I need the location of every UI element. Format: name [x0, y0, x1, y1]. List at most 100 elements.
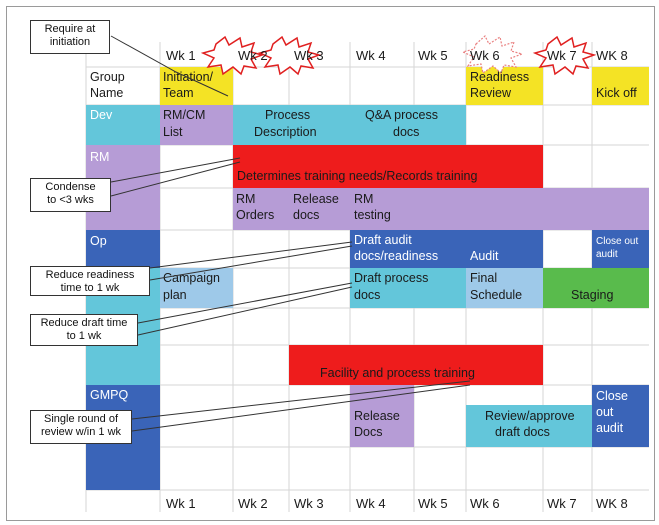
rm-testing-label-1: RM — [354, 192, 374, 206]
callout-draft-line2: to 1 wk — [66, 330, 102, 342]
header-bottom-wk8: WK 8 — [596, 496, 628, 511]
header-bottom-wk4: Wk 4 — [356, 496, 386, 511]
initiation-bar — [160, 67, 233, 105]
rm-orders-label-1: RM — [236, 192, 256, 206]
qa-docs-label-2: docs — [393, 125, 420, 139]
header-bottom-wk6: Wk 6 — [470, 496, 500, 511]
audit-label: Audit — [470, 249, 499, 263]
process-desc-bar — [233, 105, 466, 145]
release-docs-rm-label-2: docs — [293, 208, 320, 222]
rmcm-bar — [160, 105, 233, 145]
draft-leader-2 — [137, 286, 353, 336]
header-top-wk6: Wk 6 — [470, 48, 500, 63]
staging-bar — [543, 268, 649, 308]
header-bottom-wk3: Wk 3 — [294, 496, 324, 511]
header-bottom-wk5: Wk 5 — [418, 496, 448, 511]
header-top-wk2: Wk 2 — [238, 48, 268, 63]
header-bottom-wk1: Wk 1 — [166, 496, 196, 511]
starburst-wk6 — [461, 35, 524, 75]
release-docs-gmpq-bar — [350, 385, 414, 447]
draft-audit-bar — [350, 230, 543, 268]
callout-condense-line2: to <3 wks — [47, 194, 94, 206]
final-schedule-label-2: Schedule — [470, 288, 523, 302]
draft-audit-label-2: docs/readiness — [354, 249, 439, 263]
rm-orders-label-2: Orders — [236, 208, 275, 222]
group-name-label-1: Group — [90, 70, 125, 84]
close-out-op-label-1: Close out — [596, 236, 639, 247]
single-round-leader — [131, 380, 471, 420]
readiness-label-1: Readiness — [470, 70, 530, 84]
rmcm-label-1: RM/CM — [163, 108, 206, 122]
callout-single-round-line1: Single round of — [44, 413, 118, 425]
single-round-leader-2 — [131, 384, 471, 432]
callout-require-line2: initiation — [49, 36, 91, 48]
readiness-leader — [149, 241, 353, 269]
close-out-gmpq-label-3: audit — [596, 421, 624, 435]
close-out-op-bar — [592, 230, 649, 268]
callout-draft: Reduce draft time to 1 wk — [30, 314, 138, 346]
review-approve-label-1: Review/approve — [485, 409, 575, 423]
header-bottom-wk2: Wk 2 — [238, 496, 268, 511]
dev-label: Dev — [90, 108, 113, 122]
close-out-gmpq-label-1: Close — [596, 389, 628, 403]
op-label: Op — [90, 234, 107, 248]
header-top-wk5: Wk 5 — [418, 48, 448, 63]
header-top-wk8: WK 8 — [596, 48, 628, 63]
process-desc-label-1: Process — [265, 108, 311, 122]
close-out-gmpq-label-2: out — [596, 405, 614, 419]
review-approve-bar — [466, 405, 592, 447]
callout-readiness: Reduce readiness time to 1 wk — [30, 266, 150, 296]
starburst-wk2 — [200, 35, 265, 76]
rm-testing-bar — [233, 188, 649, 230]
qa-docs-label-1: Q&A process — [365, 108, 438, 122]
draft-process-label-2: docs — [354, 288, 381, 302]
process-desc-label-2: Description — [254, 125, 317, 139]
readiness-label-2: Review — [470, 86, 511, 100]
rm-label: RM — [90, 150, 110, 164]
review-approve-label-2: draft docs — [495, 425, 550, 439]
gmpq-label: GMPQ — [90, 388, 129, 402]
campaign-bar — [160, 268, 233, 308]
starburst-wk7 — [532, 35, 597, 76]
callout-single-round-line2: review w/in 1 wk — [40, 426, 122, 438]
condense-leader — [110, 157, 241, 183]
release-docs-gmpq-label-1: Release — [354, 409, 400, 423]
condense-leader-2 — [110, 161, 241, 197]
kickoff-bar — [592, 67, 649, 105]
header-top-wk4: Wk 4 — [356, 48, 386, 63]
callout-readiness-line1: Reduce readiness — [45, 269, 135, 281]
callout-draft-line1: Reduce draft time — [40, 317, 128, 329]
release-docs-gmpq-label-2: Docs — [354, 425, 383, 439]
callout-condense: Condense to <3 wks — [30, 178, 111, 212]
close-out-op-label-2: audit — [596, 249, 618, 260]
final-schedule-label-1: Final — [470, 271, 498, 285]
close-out-gmpq-bar — [592, 385, 649, 447]
rm-testing-label-2: testing — [354, 208, 391, 222]
callout-require-line1: Require at — [44, 23, 96, 35]
final-schedule-bar — [466, 268, 543, 308]
staging-label: Staging — [571, 288, 614, 302]
draft-leader — [137, 282, 353, 324]
callout-require: Require at initiation — [30, 20, 110, 54]
require-leader — [110, 35, 229, 97]
starburst-wk3 — [257, 35, 322, 76]
training-bar — [233, 145, 543, 188]
initiation-label-2: Team — [163, 86, 194, 100]
training-label: Determines training needs/Records traini… — [237, 169, 478, 183]
release-docs-rm-label-1: Release — [293, 192, 339, 206]
header-top-wk3: Wk 3 — [294, 48, 324, 63]
header-bottom-wk7: Wk 7 — [547, 496, 577, 511]
facility-label: Facility and process training — [320, 366, 475, 380]
callout-condense-line1: Condense — [45, 181, 96, 193]
callout-readiness-line2: time to 1 wk — [60, 282, 120, 294]
campaign-label-1: Campaign — [163, 271, 220, 285]
rmcm-label-2: List — [163, 125, 183, 139]
kickoff-label: Kick off — [596, 86, 637, 100]
readiness-bar — [466, 67, 543, 105]
draft-audit-label-1: Draft audit — [354, 233, 412, 247]
op-block — [86, 230, 160, 268]
draft-process-label-1: Draft process — [354, 271, 429, 285]
facility-bar — [289, 345, 543, 385]
